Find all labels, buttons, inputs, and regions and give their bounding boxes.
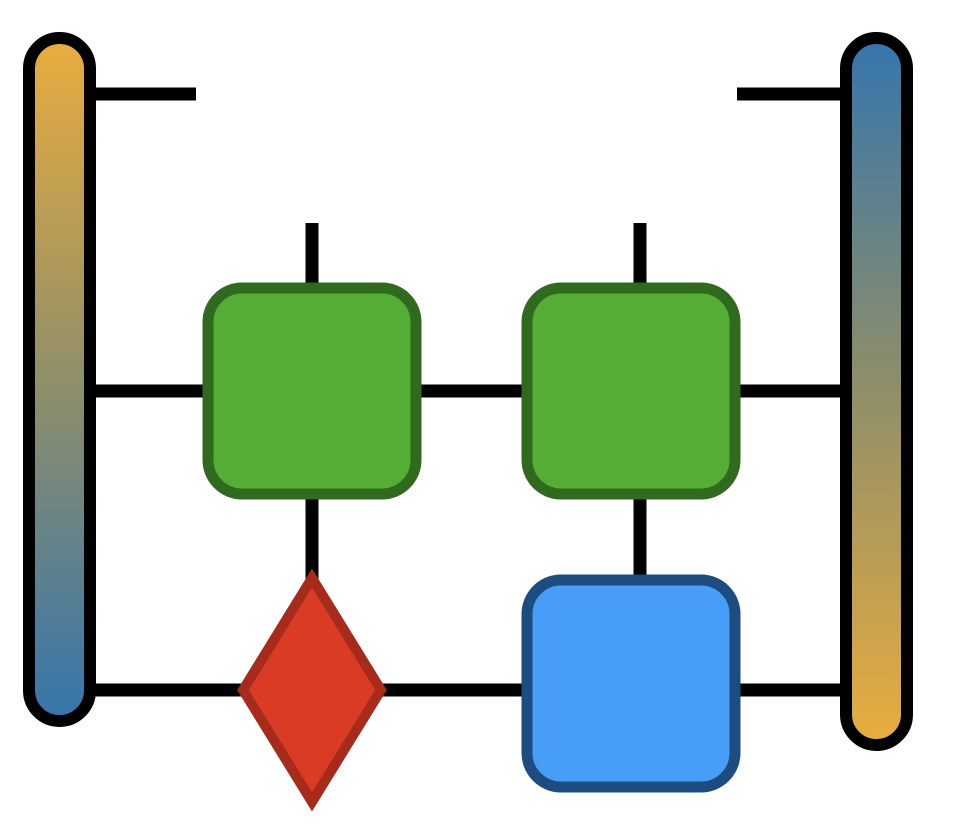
right-boundary-tensor (840, 32, 913, 751)
left-boundary-tensor (23, 32, 96, 727)
red-diamond-tensor (237, 568, 387, 812)
green-tensor-1 (202, 282, 422, 500)
blue-tensor (521, 574, 741, 793)
green-tensor-2 (521, 282, 741, 500)
